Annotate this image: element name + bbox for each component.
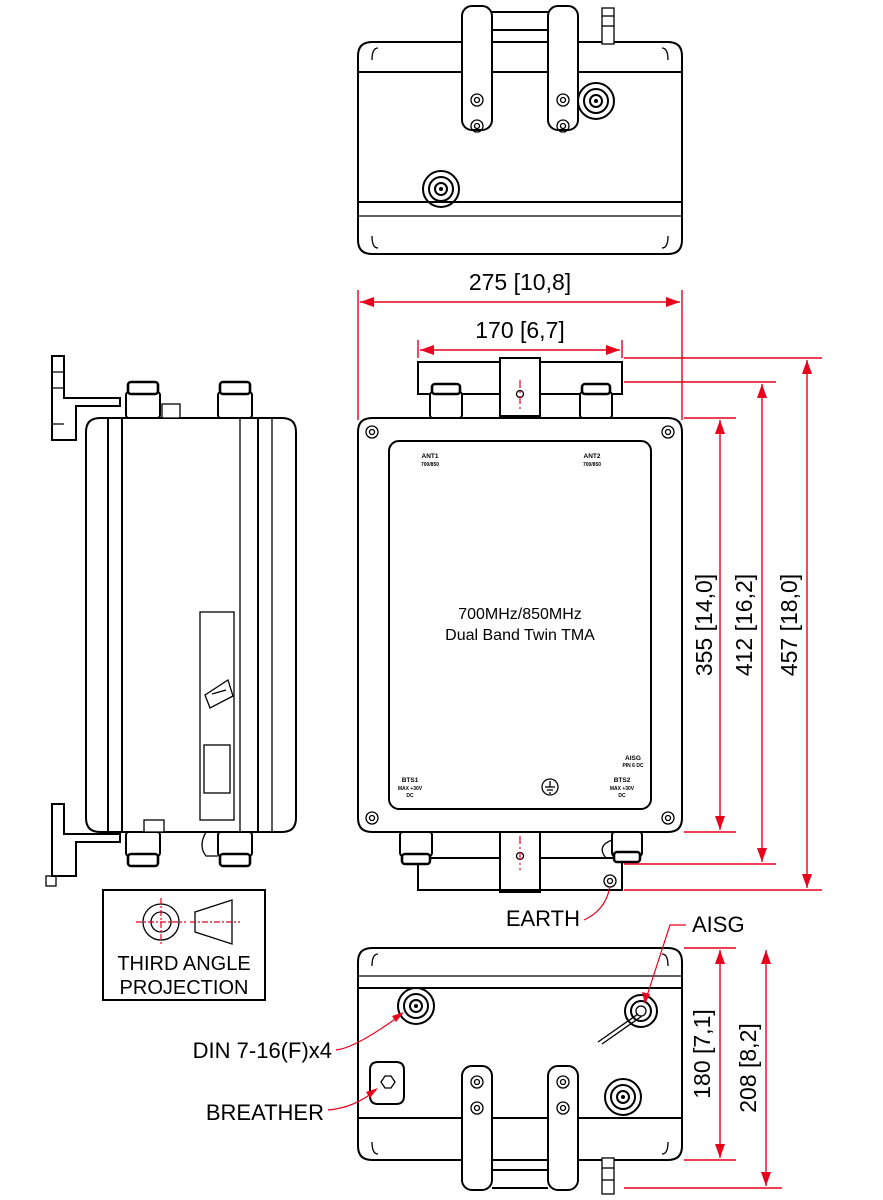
ant2-label: ANT2 xyxy=(584,453,601,460)
ant1-band: 700/850 xyxy=(421,462,439,468)
ground-symbol-icon xyxy=(541,778,559,796)
aisg-connector-icon xyxy=(601,831,643,864)
projection-icon xyxy=(136,898,240,946)
front-view: ANT1 700/850 ANT2 700/850 700MHz/850MHz … xyxy=(357,357,683,893)
din-connector-icon xyxy=(125,831,161,868)
din-connector-icon xyxy=(397,987,435,1025)
bts2-type: DC xyxy=(618,793,626,799)
bts1-label: BTS1 xyxy=(402,777,419,784)
din-connector-icon xyxy=(125,380,161,419)
din-connector-icon xyxy=(604,1078,642,1116)
callout-earth: EARTH xyxy=(506,906,580,931)
projection-line1: THIRD ANGLE xyxy=(117,953,250,975)
din-connector-icon xyxy=(217,380,253,419)
product-name-line2: Dual Band Twin TMA xyxy=(445,627,595,644)
ant2-band: 700/850 xyxy=(583,462,601,468)
aisg-connector-icon xyxy=(597,994,658,1045)
product-name-line1: 700MHz/850MHz xyxy=(458,606,582,623)
top-view xyxy=(357,5,683,255)
dim-height-body: 355 [14,0] xyxy=(691,574,717,676)
dim-height-overall: 457 [18,0] xyxy=(776,574,802,676)
din-connector-icon xyxy=(579,382,613,419)
bts1-rating: MAX +30V xyxy=(398,786,423,792)
din-connector-icon xyxy=(399,831,433,866)
ant1-label: ANT1 xyxy=(422,453,439,460)
dimension-labels: 275 [10,8] 170 [6,7] 355 [14,0] 412 [16,… xyxy=(469,269,802,1113)
bts2-label: BTS2 xyxy=(614,777,631,784)
callout-breather: BREATHER xyxy=(206,1100,324,1125)
din-connector-icon xyxy=(429,382,463,419)
bts1-type: DC xyxy=(406,793,414,799)
dim-height-bracket: 412 [16,2] xyxy=(731,574,757,676)
callouts: EARTH AISG DIN 7-16(F)x4 BREATHER xyxy=(193,885,745,1125)
projection-line2: PROJECTION xyxy=(120,977,249,999)
aisg-pin-label: PIN 6 DC xyxy=(622,763,644,769)
dimension-lines xyxy=(357,290,822,1189)
dim-width-overall: 275 [10,8] xyxy=(469,269,571,295)
warning-label-icon xyxy=(204,678,234,709)
callout-din: DIN 7-16(F)x4 xyxy=(193,1038,332,1063)
side-view xyxy=(45,355,297,887)
aisg-panel-label: AISG xyxy=(625,755,641,762)
din-connector-icon xyxy=(217,831,253,868)
dim-depth-overall: 208 [8,2] xyxy=(735,1023,761,1113)
breather-icon xyxy=(369,1061,405,1105)
projection-symbol: THIRD ANGLE PROJECTION xyxy=(102,889,266,1001)
din-connector-icon xyxy=(577,82,615,120)
callout-aisg: AISG xyxy=(692,912,745,937)
bottom-view xyxy=(357,947,683,1195)
dim-width-mount: 170 [6,7] xyxy=(475,317,565,343)
dim-depth-body: 180 [7,1] xyxy=(689,1009,715,1099)
bts2-rating: MAX +30V xyxy=(610,786,635,792)
din-connector-icon xyxy=(422,170,460,208)
